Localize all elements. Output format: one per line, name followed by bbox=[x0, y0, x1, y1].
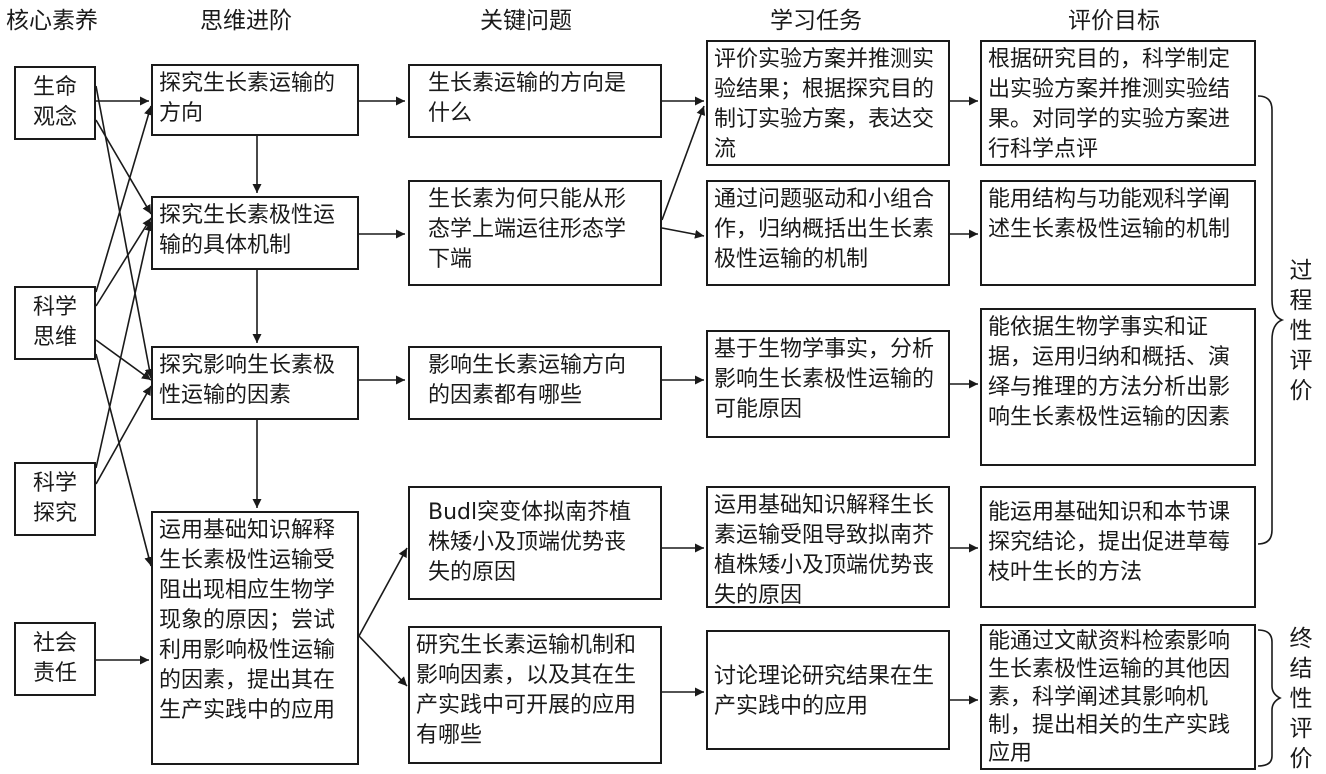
core-social-box: 社会责任 bbox=[14, 622, 96, 696]
question-4: Budl突变体拟南芥植株矮小及顶端优势丧失的原因 bbox=[408, 486, 662, 600]
question-4-text: Budl突变体拟南芥植株矮小及顶端优势丧失的原因 bbox=[428, 500, 632, 585]
arrow-q2-to-k1 bbox=[661, 105, 706, 221]
core-science-thinking-box: 科学思维 bbox=[14, 286, 96, 360]
question-3: 影响生长素运输方向的因素都有哪些 bbox=[408, 346, 662, 420]
header-questions: 关键问题 bbox=[480, 8, 572, 34]
task-2: 通过问题驱动和小组合作，归纳概括出生长素极性运输的机制 bbox=[706, 180, 950, 286]
goal-1-text: 根据研究目的，科学制定出实验方案并推测实验结果。对同学的实验方案进行科学点评 bbox=[988, 47, 1231, 162]
question-5-text: 研究生长素运输机制和影响因素，以及其在生产实践中可开展的应用有哪些 bbox=[416, 633, 637, 748]
arrow-t4-to-q4 bbox=[358, 547, 408, 637]
arrow-thinking-to-t2 bbox=[95, 217, 152, 307]
question-1: 生长素运输的方向是什么 bbox=[408, 64, 662, 138]
core-science-thinking-label: 科学思维 bbox=[32, 295, 77, 350]
question-5: 研究生长素运输机制和影响因素，以及其在生产实践中可开展的应用有哪些 bbox=[408, 626, 662, 764]
goal-3-text: 能依据生物学事实和证据，运用归纳和概括、演绎与推理的方法分析出影响生长素极性运输… bbox=[988, 315, 1231, 430]
task-2-text: 通过问题驱动和小组合作，归纳概括出生长素极性运输的机制 bbox=[714, 187, 935, 272]
thinking-step-4-text: 运用基础知识解释生长素极性运输受阻出现相应生物学现象的原因；尝试利用影响极性运输… bbox=[159, 518, 336, 723]
goal-5: 能通过文献资料检索影响生长素极性运输的其他因素，科学阐述其影响机制，提出相关的生… bbox=[980, 624, 1256, 770]
thinking-step-1-text: 探究生长素运输的方向 bbox=[159, 71, 336, 126]
task-3-text: 基于生物学事实，分析影响生长素极性运输的可能原因 bbox=[714, 337, 935, 422]
process-evaluation-label: 过程性评价 bbox=[1289, 258, 1313, 404]
process-brace bbox=[1257, 95, 1285, 545]
header-thinking: 思维进阶 bbox=[200, 8, 292, 34]
goal-3: 能依据生物学事实和证据，运用归纳和概括、演绎与推理的方法分析出影响生长素极性运输… bbox=[980, 308, 1256, 466]
task-5: 讨论理论研究结果在生产实践中的应用 bbox=[706, 630, 950, 750]
goal-2-text: 能用结构与功能观科学阐述生长素极性运输的机制 bbox=[988, 187, 1231, 242]
goal-5-text: 能通过文献资料检索影响生长素极性运输的其他因素，科学阐述其影响机制，提出相关的生… bbox=[988, 629, 1231, 766]
question-1-text: 生长素运输的方向是什么 bbox=[428, 71, 627, 126]
core-life-box: 生命观念 bbox=[14, 66, 96, 140]
core-inquiry-box: 科学探究 bbox=[14, 462, 96, 536]
arrow-life-to-t3 bbox=[95, 85, 154, 379]
question-2-text: 生长素为何只能从形态学上端运往形态学下端 bbox=[428, 187, 627, 272]
task-4-text: 运用基础知识解释生长素运输受阻导致拟南芥植株矮小及顶端优势丧失的原因 bbox=[714, 493, 935, 608]
arrow-inquiry-to-t2 bbox=[95, 221, 154, 469]
arrow-inquiry-to-t3 bbox=[95, 385, 152, 485]
header-core: 核心素养 bbox=[6, 8, 98, 34]
arrow-thinking-to-t4 bbox=[95, 353, 154, 567]
thinking-step-3-text: 探究影响生长素极性运输的因素 bbox=[159, 353, 336, 408]
goal-4: 能运用基础知识和本节课探究结论，提出促进草莓枝叶生长的方法 bbox=[980, 486, 1256, 608]
arrow-thinking-to-t3 bbox=[95, 339, 152, 381]
thinking-step-2: 探究生长素极性运输的具体机制 bbox=[151, 196, 359, 270]
core-social-label: 社会责任 bbox=[32, 631, 77, 686]
question-2: 生长素为何只能从形态学上端运往形态学下端 bbox=[408, 180, 662, 286]
goal-2: 能用结构与功能观科学阐述生长素极性运输的机制 bbox=[980, 180, 1256, 286]
task-4: 运用基础知识解释生长素运输受阻导致拟南芥植株矮小及顶端优势丧失的原因 bbox=[706, 486, 950, 608]
summative-evaluation-label: 终结性评价 bbox=[1289, 626, 1313, 772]
core-life-label: 生命观念 bbox=[32, 75, 77, 130]
thinking-step-3: 探究影响生长素极性运输的因素 bbox=[151, 346, 359, 420]
goal-1: 根据研究目的，科学制定出实验方案并推测实验结果。对同学的实验方案进行科学点评 bbox=[980, 40, 1256, 166]
arrow-q2-to-k2 bbox=[661, 227, 705, 239]
task-1: 评价实验方案并推测实验结果；根据探究目的制订实验方案，表达交流 bbox=[706, 40, 950, 166]
goal-4-text: 能运用基础知识和本节课探究结论，提出促进草莓枝叶生长的方法 bbox=[988, 500, 1231, 585]
thinking-step-4: 运用基础知识解释生长素极性运输受阻出现相应生物学现象的原因；尝试利用影响极性运输… bbox=[151, 511, 359, 765]
header-goals: 评价目标 bbox=[1068, 8, 1160, 34]
arrow-thinking-to-t1 bbox=[95, 105, 153, 293]
task-1-text: 评价实验方案并推测实验结果；根据探究目的制订实验方案，表达交流 bbox=[714, 47, 935, 162]
task-3: 基于生物学事实，分析影响生长素极性运输的可能原因 bbox=[706, 330, 950, 438]
thinking-step-2-text: 探究生长素极性运输的具体机制 bbox=[159, 203, 336, 258]
thinking-step-1: 探究生长素运输的方向 bbox=[151, 64, 359, 136]
summative-brace bbox=[1257, 629, 1282, 767]
task-5-text: 讨论理论研究结果在生产实践中的应用 bbox=[714, 664, 935, 719]
core-inquiry-label: 科学探究 bbox=[32, 471, 77, 526]
header-tasks: 学习任务 bbox=[770, 8, 862, 34]
arrow-t4-to-q5 bbox=[358, 635, 408, 687]
question-3-text: 影响生长素运输方向的因素都有哪些 bbox=[428, 353, 627, 408]
